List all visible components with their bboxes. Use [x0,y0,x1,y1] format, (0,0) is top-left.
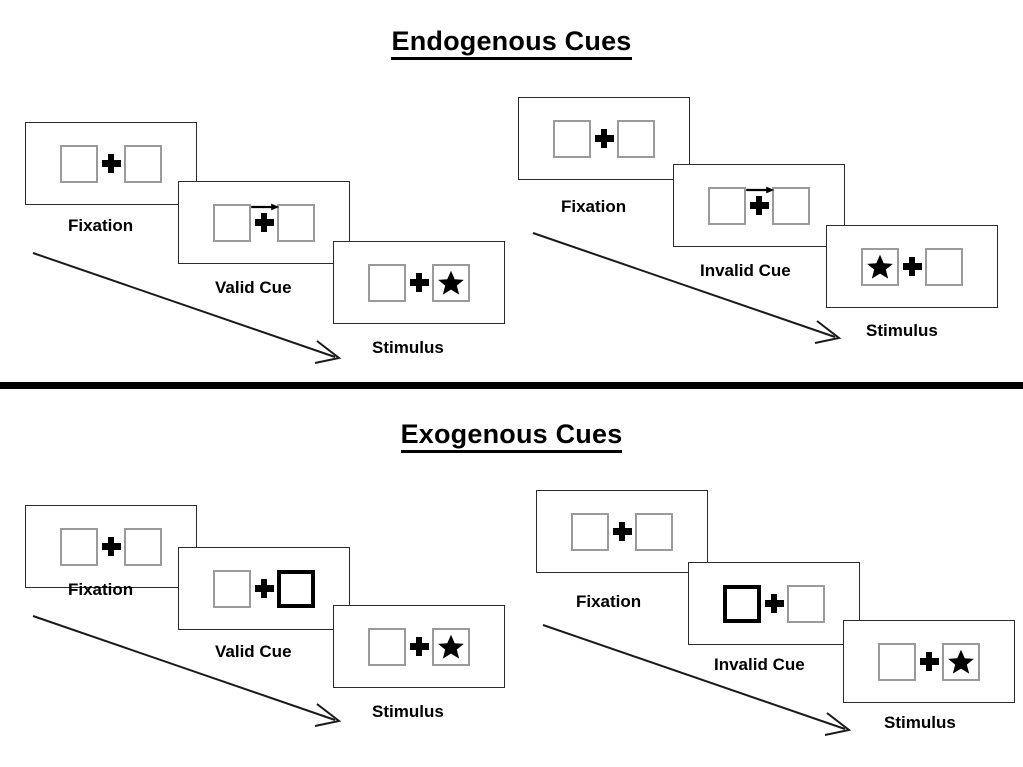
caption-endogenous-valid-fixation: Fixation [68,216,134,235]
stimulus-box-left [60,527,98,566]
caption-exogenous-invalid-stimulus: Stimulus [884,713,956,732]
stimulus-box-left [368,627,406,666]
fixation-cross [609,513,635,551]
fixation-cross [98,528,124,566]
fixation-cross [251,570,277,608]
panel-exogenous-invalid-cue [688,562,860,645]
fixation-cross [251,203,280,242]
fixation-cross [916,643,942,681]
fixation-cross [761,585,787,623]
stimulus-box-right [772,186,810,225]
caption-endogenous-invalid-fixation: Fixation [561,197,627,216]
stimulus-box-left [878,642,916,681]
right-arrow-icon [251,203,280,210]
stimulus-box-right-cued [277,569,315,608]
stimulus-box-right [432,263,470,302]
fixation-cross [98,145,124,183]
stimulus-box-left [213,203,251,242]
panel-exogenous-valid-fixation [25,505,197,588]
frame-content [60,144,162,183]
panel-endogenous-valid-stimulus [333,241,505,324]
panel-endogenous-valid-fixation [25,122,197,205]
panel-endogenous-valid-cue [178,181,350,264]
stimulus-box-left [553,119,591,158]
panel-endogenous-invalid-fixation [518,97,690,180]
star-icon [948,649,974,674]
panel-exogenous-invalid-fixation [536,490,708,573]
fixation-cross [899,248,925,286]
frame-content [553,119,655,158]
stimulus-box-left [60,144,98,183]
frame-content [723,584,825,623]
frame-content [878,642,980,681]
stimulus-box-left [571,512,609,551]
stimulus-box-left [213,569,251,608]
frame-content [60,527,162,566]
caption-exogenous-valid-cue: Valid Cue [215,642,292,661]
caption-endogenous-invalid-cue: Invalid Cue [700,261,791,280]
stimulus-box-left [368,263,406,302]
section-title-exogenous-text: Exogenous Cues [400,419,623,453]
star-icon [438,634,464,659]
stimulus-box-right [787,584,825,623]
caption-endogenous-invalid-stimulus: Stimulus [866,321,938,340]
caption-exogenous-valid-stimulus: Stimulus [372,702,444,721]
star-icon [438,270,464,295]
fixation-cross [406,628,432,666]
stimulus-box-right [124,527,162,566]
panel-exogenous-valid-stimulus [333,605,505,688]
caption-endogenous-valid-cue: Valid Cue [215,278,292,297]
stimulus-box-right [124,144,162,183]
star-icon [867,254,893,279]
fixation-cross [746,186,775,225]
section-title-endogenous: Endogenous Cues [0,26,1023,60]
frame-content [708,186,810,225]
frame-content [368,263,470,302]
fixation-cross [591,120,617,158]
stimulus-box-right [925,247,963,286]
stimulus-box-right [432,627,470,666]
stimulus-box-left [708,186,746,225]
right-arrow-icon [746,186,775,193]
caption-exogenous-valid-fixation: Fixation [68,580,134,599]
stimulus-box-right [617,119,655,158]
caption-endogenous-valid-stimulus: Stimulus [372,338,444,357]
panel-endogenous-invalid-stimulus [826,225,998,308]
section-title-exogenous: Exogenous Cues [0,419,1023,453]
stimulus-box-right [942,642,980,681]
panel-exogenous-valid-cue [178,547,350,630]
stimulus-box-left [861,247,899,286]
stimulus-box-right [277,203,315,242]
stimulus-box-left-cued [723,584,761,623]
frame-content [368,627,470,666]
caption-exogenous-invalid-cue: Invalid Cue [714,655,805,674]
panel-exogenous-invalid-stimulus [843,620,1015,703]
frame-content [213,203,315,242]
caption-exogenous-invalid-fixation: Fixation [576,592,642,611]
frame-content [861,247,963,286]
section-divider [0,382,1023,389]
frame-content [213,569,315,608]
frame-content [571,512,673,551]
stimulus-box-right [635,512,673,551]
fixation-cross [406,264,432,302]
panel-endogenous-invalid-cue [673,164,845,247]
section-title-endogenous-text: Endogenous Cues [391,26,632,60]
